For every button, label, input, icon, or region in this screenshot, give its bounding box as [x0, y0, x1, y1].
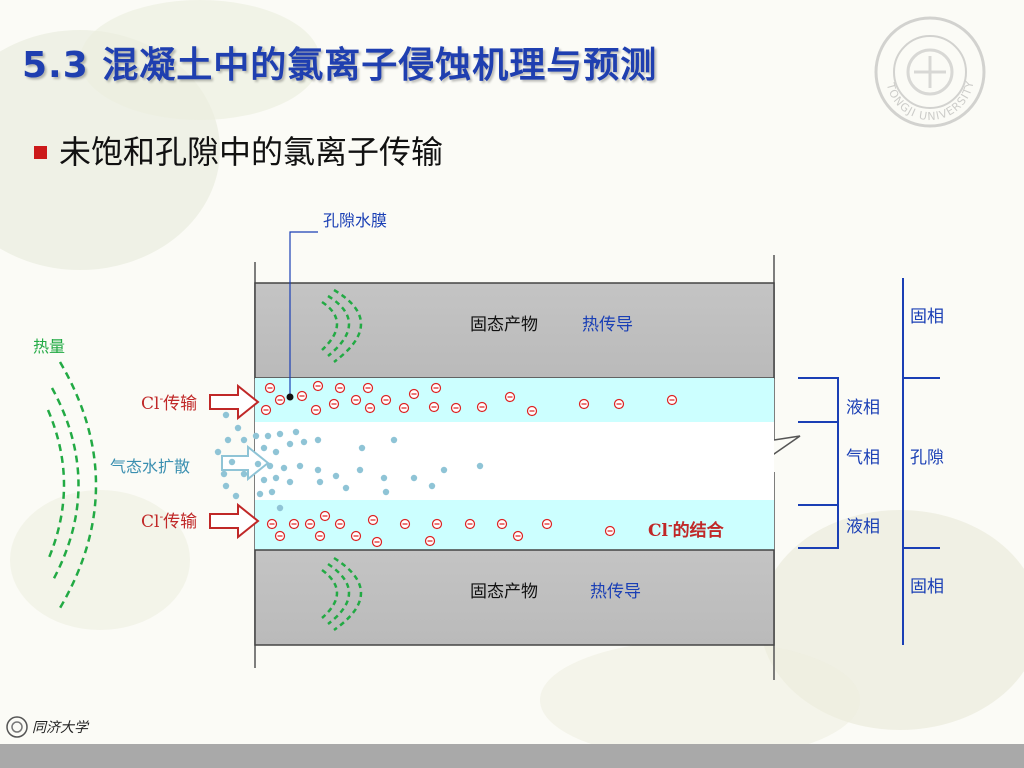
- heat-conduction-bottom-label: 热传导: [590, 582, 641, 602]
- bullet-text: 未饱和孔隙中的氯离子传输: [59, 133, 444, 171]
- cl-transport-bottom-arrow: [209, 502, 260, 540]
- chloride-ions-top: [260, 380, 678, 417]
- vapor-molecule: [268, 488, 276, 496]
- vapor-molecule: [254, 460, 262, 468]
- heat-wave-top: [321, 288, 363, 364]
- footer-seal-icon: [6, 716, 28, 738]
- vapor-diffusion-arrow: [221, 444, 270, 482]
- vapor-molecule: [214, 448, 222, 456]
- bullet-item: 未饱和孔隙中的氯离子传输: [34, 127, 443, 173]
- vapor-diffusion-label: 气态水扩散: [110, 457, 190, 476]
- phase-liquid-bottom: 液相: [846, 517, 880, 537]
- vapor-molecule: [276, 430, 284, 438]
- bullet-marker: [34, 145, 47, 159]
- vapor-molecule: [220, 470, 228, 478]
- footer-logo: 同济大学: [6, 716, 88, 738]
- vapor-molecule: [314, 436, 322, 444]
- phase-brackets: [798, 278, 940, 645]
- slide-title: 5.3 混凝土中的氯离子侵蚀机理与预测: [22, 45, 658, 86]
- vapor-molecule: [272, 474, 280, 482]
- vapor-molecule: [332, 472, 340, 480]
- vapor-molecule: [256, 490, 264, 498]
- vapor-molecule: [272, 448, 280, 456]
- vapor-molecule: [286, 440, 294, 448]
- phase-pore: 孔隙: [910, 448, 944, 468]
- footer-logo-text: 同济大学: [32, 720, 88, 736]
- vapor-molecule: [266, 462, 274, 470]
- heat-conduction-top-label: 热传导: [582, 315, 633, 335]
- phase-solid-top: 固相: [910, 307, 944, 327]
- vapor-molecule: [296, 462, 304, 470]
- cl-transport-top-label: Cl-传输: [141, 392, 197, 414]
- bottom-bar: [0, 744, 1024, 768]
- phase-gas: 气相: [846, 448, 880, 468]
- vapor-molecule: [316, 478, 324, 486]
- vapor-molecule: [222, 482, 230, 490]
- water-vapor-molecules: [214, 411, 484, 512]
- vapor-molecule: [440, 466, 448, 474]
- solid-product-top: [254, 282, 775, 379]
- solid-product-bottom: [254, 549, 775, 646]
- phase-liquid-top: 液相: [846, 398, 880, 418]
- vapor-molecule: [240, 436, 248, 444]
- chloride-ions-bottom: [266, 510, 616, 548]
- cl-binding-label: Cl-的结合: [648, 519, 725, 541]
- vapor-molecule: [286, 478, 294, 486]
- vapor-molecule: [382, 488, 390, 496]
- heat-wave-bottom: [321, 556, 363, 632]
- vapor-molecule: [280, 464, 288, 472]
- vapor-molecule: [410, 474, 418, 482]
- pore-film-pointer: [289, 231, 318, 396]
- vapor-molecule: [428, 482, 436, 490]
- vapor-molecule: [300, 438, 308, 446]
- vapor-molecule: [390, 436, 398, 444]
- vapor-molecule: [260, 444, 268, 452]
- vapor-molecule: [222, 411, 230, 419]
- solid-top-label: 固态产物: [470, 315, 538, 335]
- vapor-molecule: [356, 466, 364, 474]
- phase-solid-bottom: 固相: [910, 577, 944, 597]
- vapor-molecule: [358, 444, 366, 452]
- vapor-molecule: [342, 484, 350, 492]
- vapor-molecule: [232, 492, 240, 500]
- solid-bottom-label: 固态产物: [470, 582, 538, 602]
- pore-film-dot: [286, 393, 294, 401]
- vapor-molecule: [228, 458, 236, 466]
- vapor-molecule: [234, 424, 242, 432]
- vapor-molecule: [476, 462, 484, 470]
- cl-transport-bottom-label: Cl-传输: [141, 510, 197, 532]
- cl-transport-top-arrow: [209, 383, 260, 421]
- heat-wave-left: [46, 361, 98, 609]
- pore-film-label: 孔隙水膜: [323, 211, 387, 230]
- vapor-molecule: [292, 428, 300, 436]
- heat-label: 热量: [33, 337, 65, 356]
- vapor-molecule: [240, 470, 248, 478]
- vapor-molecule: [260, 476, 268, 484]
- vapor-molecule: [224, 436, 232, 444]
- vapor-molecule: [276, 504, 284, 512]
- vapor-molecule: [264, 432, 272, 440]
- vapor-molecule: [314, 466, 322, 474]
- university-seal: TONGJI UNIVERSITY: [872, 14, 988, 130]
- vapor-molecule: [252, 432, 260, 440]
- vapor-molecule: [380, 474, 388, 482]
- gas-region: [255, 422, 774, 500]
